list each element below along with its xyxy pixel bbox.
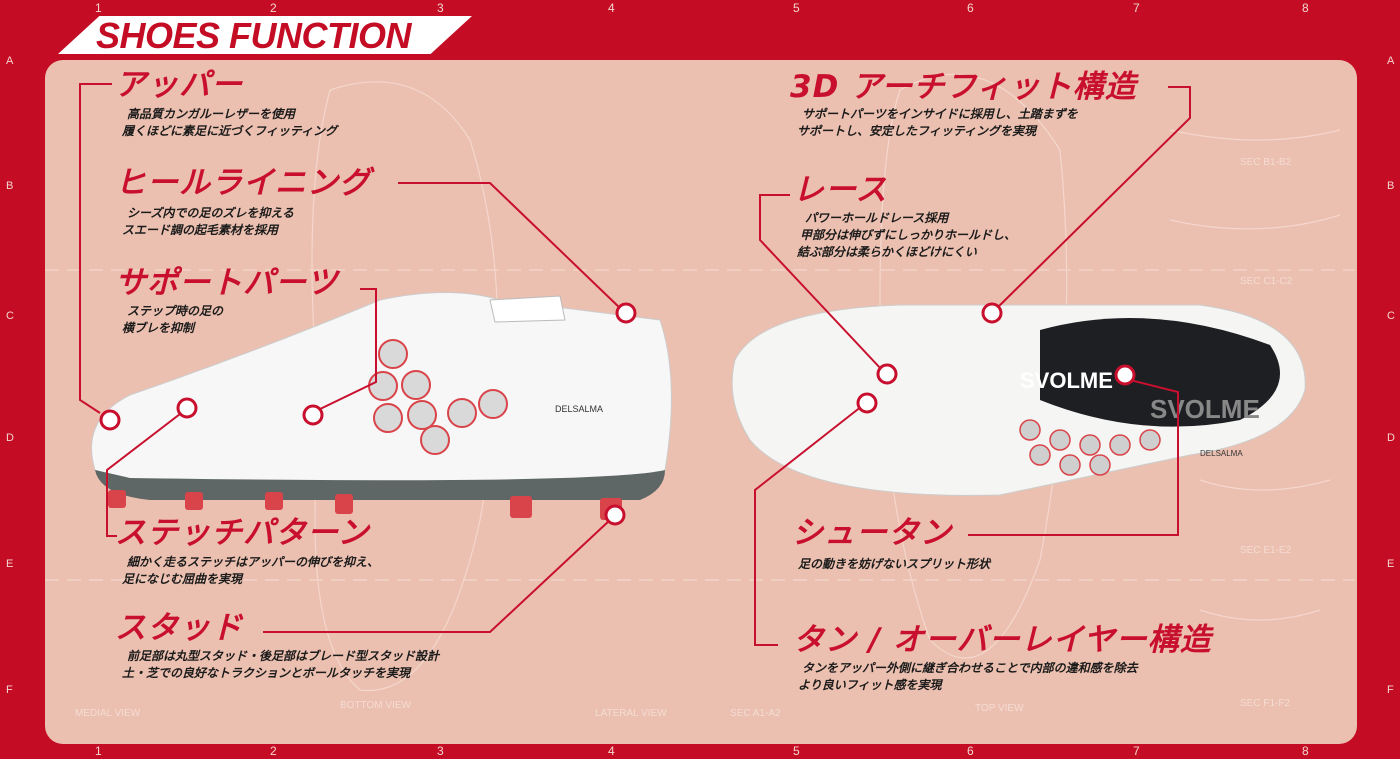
brand-logo-insole: SVOLME	[1150, 394, 1260, 424]
feature-line: 甲部分は伸びずにしっかりホールドし、	[800, 228, 1017, 242]
column-number: 1	[95, 744, 102, 758]
feature-title: タン / オーバーレイヤー構造	[793, 622, 1212, 658]
marker-support	[302, 404, 324, 426]
feature-line: 結ぶ部分は柔らかくほどけにくい	[797, 245, 977, 259]
marker-tongue	[856, 392, 878, 414]
marker-heel	[615, 302, 637, 324]
column-number: 3	[437, 744, 444, 758]
feature-title: アッパー	[115, 67, 243, 103]
marker-arch	[981, 302, 1003, 324]
view-label: LATERAL VIEW	[595, 708, 667, 719]
page-title: SHOES FUNCTION	[96, 15, 412, 56]
view-label: SEC E1-E2	[1240, 545, 1292, 556]
feature-title: ステッチパターン	[115, 515, 370, 551]
feature-line: シーズ内での足のズレを抑える	[127, 206, 295, 220]
column-number: 4	[608, 1, 615, 15]
feature-title: 3D アーチフィット構造	[790, 69, 1137, 105]
row-letter: D	[6, 432, 14, 444]
section-e	[1199, 479, 1331, 491]
row-letter: F	[6, 684, 13, 696]
column-number: 2	[270, 744, 277, 758]
marker-lace	[876, 363, 898, 385]
column-number: 2	[270, 1, 277, 15]
feature-line: タンをアッパー外側に継ぎ合わせることで内部の違和感を除去	[802, 661, 1138, 675]
row-letter: C	[6, 310, 14, 322]
feature-line: 前足部は丸型スタッド・後足部はブレード型スタッド設計	[127, 649, 440, 663]
feature-line: ステップ時の足の	[127, 304, 224, 318]
row-letter: D	[1387, 432, 1395, 444]
feature-line: スエード調の起毛素材を採用	[122, 223, 279, 237]
row-letter: E	[6, 558, 14, 570]
top-view-shoe	[731, 304, 1306, 496]
view-label: BOTTOM VIEW	[340, 700, 411, 711]
view-label: MEDIAL VIEW	[75, 708, 141, 719]
section-b	[1169, 129, 1341, 141]
feature-line: 高品質カンガルーレザーを使用	[127, 107, 296, 121]
marker-stud	[604, 504, 626, 526]
model-name: DELSALMA	[555, 404, 603, 414]
section-f	[1199, 609, 1321, 621]
column-number: 7	[1133, 744, 1140, 758]
view-label: SEC A1-A2	[730, 708, 781, 719]
row-letter: A	[1387, 55, 1395, 67]
column-number: 6	[967, 1, 974, 15]
row-letter: B	[6, 180, 14, 192]
view-label: TOP VIEW	[975, 703, 1024, 714]
feature-line: サポートし、安定したフィッティングを実現	[797, 124, 1037, 138]
column-number: 8	[1302, 744, 1309, 758]
column-number: 8	[1302, 1, 1309, 15]
marker-stitch	[176, 397, 198, 419]
row-letter: F	[1387, 684, 1394, 696]
callout-lines	[79, 83, 1191, 646]
view-label: SEC F1-F2	[1240, 698, 1291, 709]
column-number: 5	[793, 744, 800, 758]
row-letter: A	[6, 55, 14, 67]
feature-line: 足になじむ屈曲を実現	[122, 572, 243, 586]
column-number: 4	[608, 744, 615, 758]
feature-line: サポートパーツをインサイドに採用し、土踏まずを	[802, 107, 1078, 121]
column-number: 6	[967, 744, 974, 758]
feature-line: 足の動きを妨げないスプリット形状	[798, 557, 991, 571]
feature-line: 細かく走るステッチはアッパーの伸びを抑え、	[127, 555, 380, 569]
view-label: SEC C1-C2	[1240, 276, 1293, 287]
callout-markers	[99, 302, 1136, 526]
feature-line: より良いフィット感を実現	[798, 678, 942, 692]
column-number: 3	[437, 1, 444, 15]
column-number: 7	[1133, 1, 1140, 15]
top-view-outline	[879, 73, 1068, 659]
feature-title: サポートパーツ	[115, 265, 339, 301]
title-band	[58, 16, 472, 54]
feature-title: ヒールライニング	[115, 165, 371, 201]
blueprint-lines	[45, 73, 1355, 692]
row-letter: B	[1387, 180, 1395, 192]
model-name-top: DELSALMA	[1200, 449, 1243, 458]
side-view-shoe	[91, 292, 672, 520]
feature-title: レース	[793, 172, 888, 208]
feature-line: 横ブレを抑制	[122, 321, 195, 335]
section-c	[1169, 214, 1341, 230]
marker-shutan	[1114, 364, 1136, 386]
feature-line: 土・芝での良好なトラクションとボールタッチを実現	[122, 666, 411, 680]
feature-title: スタッド	[115, 610, 243, 646]
marker-upper	[99, 409, 121, 431]
brand-logo: SVOLME	[1020, 368, 1113, 393]
view-label: SEC B1-B2	[1240, 157, 1292, 168]
column-number: 1	[95, 1, 102, 15]
feature-title: シュータン	[792, 515, 952, 551]
feature-line: 履くほどに素足に近づくフィッティング	[122, 124, 338, 138]
row-letter: C	[1387, 310, 1395, 322]
row-letter: E	[1387, 558, 1395, 570]
column-number: 5	[793, 1, 800, 15]
feature-line: パワーホールドレース採用	[805, 211, 949, 225]
